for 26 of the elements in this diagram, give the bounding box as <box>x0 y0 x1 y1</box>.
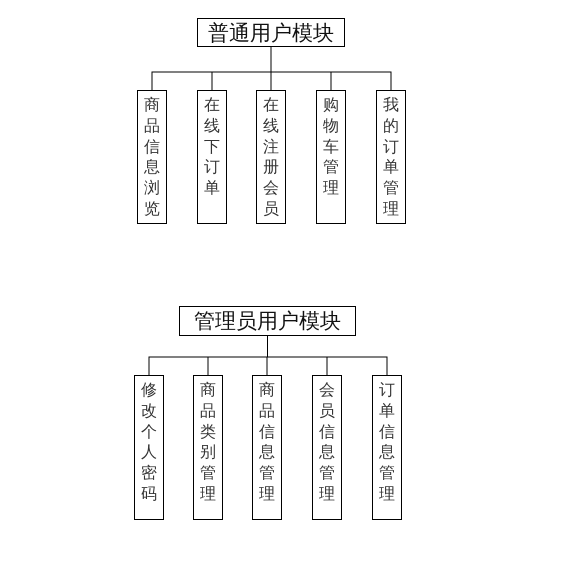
function-box <box>316 90 346 224</box>
function-box <box>193 375 223 520</box>
function-box <box>252 375 282 520</box>
box-label: 我的订单管理 <box>383 94 399 220</box>
box-label: 商品信息管理 <box>259 379 275 505</box>
function-box <box>372 375 402 520</box>
connector-line <box>270 46 392 90</box>
box-label: 购物车管理 <box>323 94 339 199</box>
box-label: 修改个人密码 <box>141 379 157 505</box>
box-label: 在线下订单 <box>204 94 220 199</box>
connector-line <box>267 336 388 376</box>
box-label: 会员信息管理 <box>319 379 335 505</box>
function-box <box>256 90 286 224</box>
box-label: 在线注册会员 <box>263 94 279 220</box>
function-box <box>134 375 164 520</box>
box-label: 管理员用户模块 <box>194 308 341 335</box>
box-label: 普通用户模块 <box>208 20 334 46</box>
box-label: 商品类别管理 <box>200 379 216 505</box>
function-box <box>312 375 342 520</box>
module-box <box>179 306 356 336</box>
box-label: 订单信息管理 <box>379 379 395 505</box>
function-box <box>197 90 227 224</box>
box-label: 商品信息浏览 <box>144 94 160 220</box>
module-box <box>197 18 345 47</box>
function-box <box>376 90 406 224</box>
function-box <box>137 90 167 224</box>
